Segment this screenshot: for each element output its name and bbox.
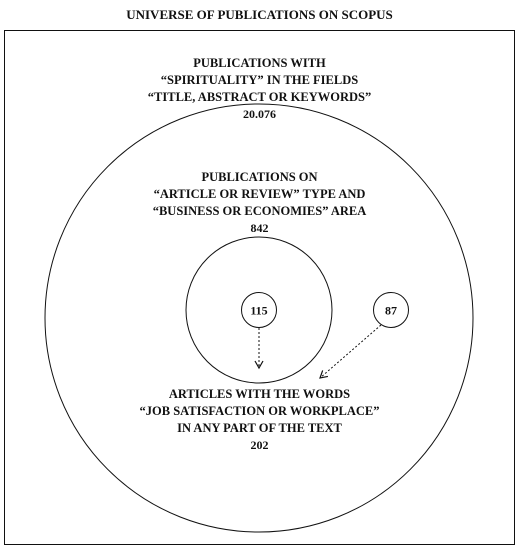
node-115-label: 115 xyxy=(250,304,267,318)
outer-region-line-2: “SPIRITUALITY” IN THE FIELDS xyxy=(161,73,358,87)
diagram-title: UNIVERSE OF PUBLICATIONS ON SCOPUS xyxy=(126,7,393,22)
node-115-circle xyxy=(241,292,277,328)
middle-region-line-3: “BUSINESS OR ECONOMIES” AREA xyxy=(153,204,367,218)
result-count: 202 xyxy=(251,438,269,452)
middle-region-line-2: “ARTICLE OR REVIEW” TYPE AND xyxy=(154,187,366,201)
inner-circle xyxy=(185,236,333,384)
arrow-87-to-result xyxy=(319,324,382,379)
node-87-circle xyxy=(373,292,409,328)
result-line-1: ARTICLES WITH THE WORDS xyxy=(169,387,350,401)
outer-region-count: 20.076 xyxy=(243,107,276,121)
universe-box xyxy=(4,30,515,545)
outer-region-line-1: PUBLICATIONS WITH xyxy=(193,56,326,70)
middle-region-line-1: PUBLICATIONS ON xyxy=(201,170,317,184)
node-87-label: 87 xyxy=(385,304,397,318)
middle-region-count: 842 xyxy=(251,221,269,235)
business-articles-circle xyxy=(44,103,474,533)
result-line-2: “JOB SATISFACTION OR WORKPLACE” xyxy=(140,404,380,418)
result-line-3: IN ANY PART OF THE TEXT xyxy=(177,421,342,435)
outer-region-line-3: “TITLE, ABSTRACT OR KEYWORDS” xyxy=(148,90,371,104)
